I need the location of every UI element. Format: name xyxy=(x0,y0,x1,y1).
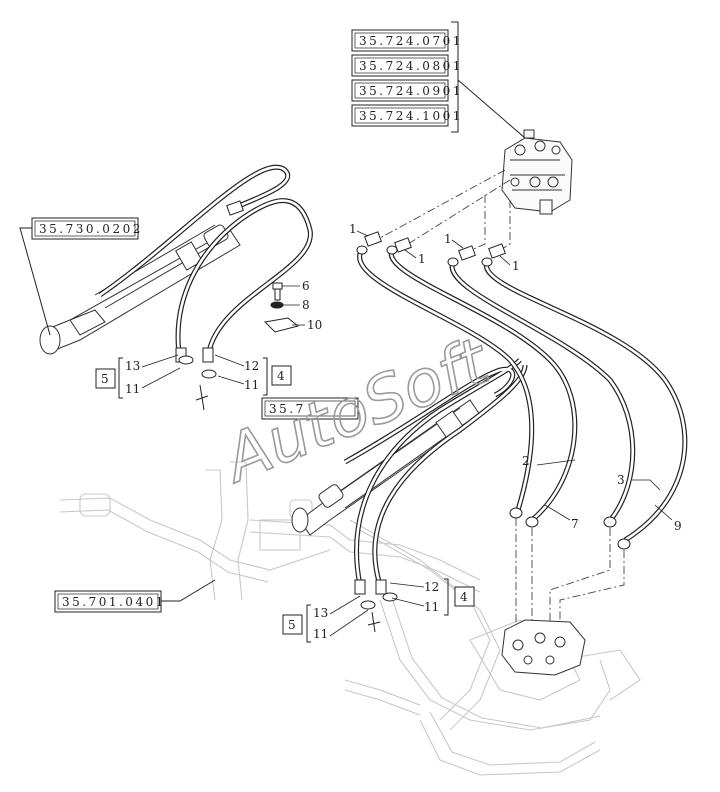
bracket xyxy=(118,357,123,399)
callout-4: 4 xyxy=(277,369,285,383)
callout-2: 2 xyxy=(522,454,530,468)
callout-4: 4 xyxy=(460,590,468,604)
left-hoses-inner xyxy=(99,166,312,361)
hose-callout-leaders xyxy=(536,459,673,521)
cylinder-ref-leader xyxy=(19,227,51,336)
callout-6: 6 xyxy=(302,279,310,293)
leaders xyxy=(389,582,425,607)
callout-3: 3 xyxy=(617,473,625,487)
callout-5: 5 xyxy=(101,372,109,386)
top-fittings xyxy=(356,231,506,267)
callout-group-left-5[interactable]: 5 xyxy=(95,368,116,389)
small-parts xyxy=(263,282,300,333)
left-hose-fittings xyxy=(175,200,244,411)
callout-1: 1 xyxy=(418,252,426,266)
valve-ref-bracket xyxy=(451,21,526,139)
callout-8: 8 xyxy=(302,298,310,312)
cylinder-ref-box[interactable]: 35.730.0202 xyxy=(31,217,143,240)
bottom-hose-ends xyxy=(509,507,631,550)
obscured-ref-label: 35.7 xyxy=(269,402,306,416)
valve-ref-label: 35.724.1001 xyxy=(359,109,463,123)
valve-ref-box-3[interactable]: 35.724.0901 xyxy=(351,79,463,102)
callout-11: 11 xyxy=(244,378,259,392)
cylinder-ref-label: 35.730.0202 xyxy=(39,222,143,236)
small-parts-leaders xyxy=(282,285,305,326)
background-assembly-ghost xyxy=(59,461,641,776)
obscured-ref-box[interactable]: 35.7 xyxy=(261,397,359,420)
valve-ref-label: 35.724.0801 xyxy=(359,59,463,73)
valve-ref-label: 35.724.0901 xyxy=(359,84,463,98)
callout-9: 9 xyxy=(674,519,682,533)
fitting-leaders xyxy=(356,230,511,266)
callout-12: 12 xyxy=(244,359,259,373)
left-cylinder xyxy=(39,224,241,355)
leaders xyxy=(329,595,369,637)
callout-13: 13 xyxy=(125,359,140,373)
callout-1: 1 xyxy=(512,259,520,273)
leaders xyxy=(214,354,245,385)
bracket xyxy=(444,578,449,616)
centre-hoses-inner xyxy=(344,359,527,586)
bracket xyxy=(263,357,268,396)
callout-10: 10 xyxy=(307,318,322,332)
callout-7: 7 xyxy=(571,517,579,531)
leaders xyxy=(141,354,181,389)
valve-ref-label: 35.724.0701 xyxy=(359,34,463,48)
callout-11: 11 xyxy=(313,627,328,641)
callout-group-left-4[interactable]: 4 xyxy=(271,365,292,386)
callout-group-lower-5[interactable]: 5 xyxy=(282,614,303,635)
callout-1: 1 xyxy=(444,232,452,246)
lower-cylinder-ref-leader xyxy=(161,579,216,602)
lower-cylinder-ref-label: 35.701.0401 xyxy=(62,595,166,609)
callout-13: 13 xyxy=(313,606,328,620)
callout-5: 5 xyxy=(288,618,296,632)
centre-hose-fittings xyxy=(354,579,398,633)
valve-ref-box-2[interactable]: 35.724.0801 xyxy=(351,54,463,77)
lower-cylinder-ref-box[interactable]: 35.701.0401 xyxy=(54,590,166,613)
valve-ref-box-4[interactable]: 35.724.1001 xyxy=(351,104,463,127)
callout-12: 12 xyxy=(424,580,439,594)
callout-1: 1 xyxy=(349,222,357,236)
control-valve-block xyxy=(501,129,573,215)
callout-11: 11 xyxy=(125,382,140,396)
lower-valve-block xyxy=(501,619,586,676)
bracket xyxy=(306,604,311,643)
right-hoses-inner xyxy=(358,249,687,542)
callout-group-lower-4[interactable]: 4 xyxy=(454,586,475,607)
valve-ref-box-1[interactable]: 35.724.0701 xyxy=(351,29,463,52)
callout-11: 11 xyxy=(424,600,439,614)
